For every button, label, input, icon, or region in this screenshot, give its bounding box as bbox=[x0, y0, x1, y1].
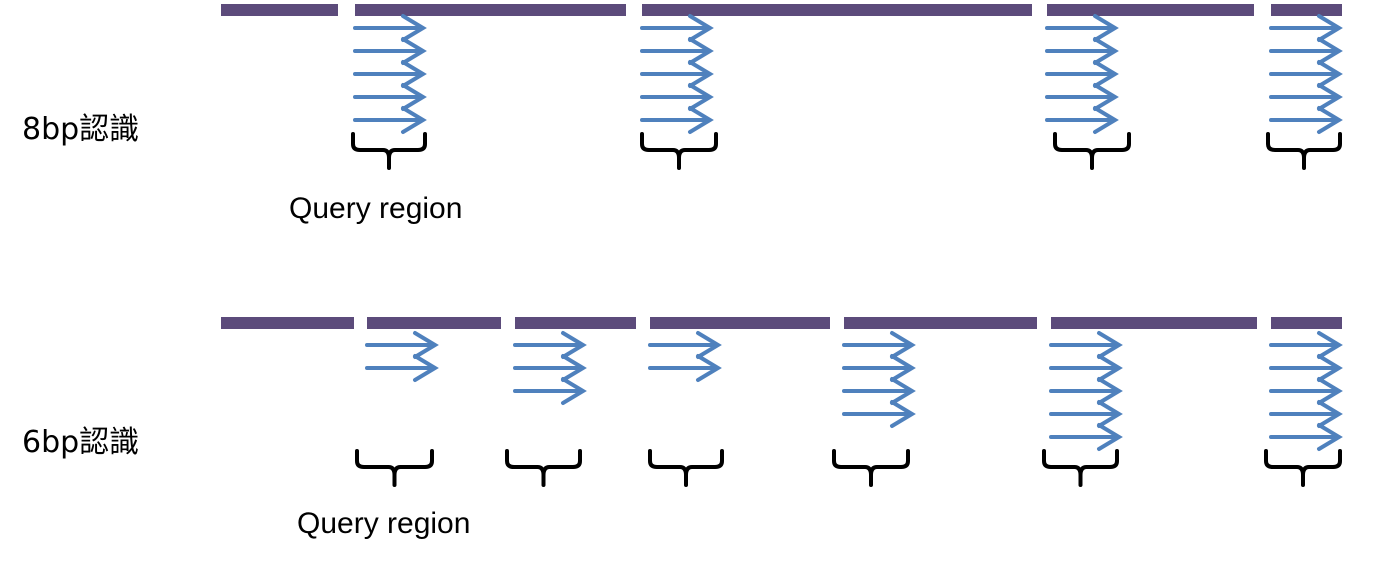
arrow-row1-group4-0 bbox=[1049, 331, 1123, 359]
sequence-segment-row0-1 bbox=[355, 4, 626, 16]
arrow-row1-group5-3 bbox=[1269, 400, 1343, 428]
sequence-segment-row0-0 bbox=[221, 4, 338, 16]
arrow-row1-group4-4 bbox=[1049, 423, 1123, 451]
arrow-row1-group2-0 bbox=[648, 331, 722, 359]
arrow-row1-group1-1 bbox=[513, 354, 587, 382]
arrow-row0-group0-4 bbox=[353, 106, 427, 134]
arrow-row0-group3-2 bbox=[1269, 60, 1343, 88]
row-label-8bp: 8bp認識 bbox=[22, 112, 140, 147]
arrow-row1-group1-0 bbox=[513, 331, 587, 359]
arrow-row1-group5-0 bbox=[1269, 331, 1343, 359]
brace-icon-row1-4 bbox=[1042, 449, 1119, 487]
sequence-segment-row1-5 bbox=[1051, 317, 1257, 329]
sequence-segment-row1-6 bbox=[1271, 317, 1342, 329]
sequence-segment-row0-3 bbox=[1047, 4, 1254, 16]
arrow-row0-group2-2 bbox=[1045, 60, 1119, 88]
arrow-row0-group1-1 bbox=[640, 37, 714, 65]
sequence-segment-row1-2 bbox=[515, 317, 636, 329]
arrow-row1-group4-3 bbox=[1049, 400, 1123, 428]
arrow-row1-group5-1 bbox=[1269, 354, 1343, 382]
arrow-row1-group4-1 bbox=[1049, 354, 1123, 382]
brace-icon-row0-0 bbox=[351, 132, 427, 170]
query-region-label-8bp: Query region bbox=[289, 192, 463, 225]
arrow-row0-group1-2 bbox=[640, 60, 714, 88]
arrow-row0-group0-0 bbox=[353, 14, 427, 42]
sequence-segment-row0-4 bbox=[1271, 4, 1342, 16]
arrow-row0-group2-1 bbox=[1045, 37, 1119, 65]
arrow-row1-group5-4 bbox=[1269, 423, 1343, 451]
sequence-segment-row1-3 bbox=[650, 317, 830, 329]
arrow-row0-group2-0 bbox=[1045, 14, 1119, 42]
arrow-row0-group1-4 bbox=[640, 106, 714, 134]
arrow-row1-group3-0 bbox=[842, 331, 916, 359]
arrow-row0-group3-3 bbox=[1269, 83, 1343, 111]
brace-icon-row1-0 bbox=[355, 449, 434, 487]
arrow-row0-group0-3 bbox=[353, 83, 427, 111]
arrow-row0-group0-2 bbox=[353, 60, 427, 88]
brace-icon-row0-2 bbox=[1053, 132, 1131, 170]
sequence-segment-row0-2 bbox=[642, 4, 1032, 16]
arrow-row1-group0-1 bbox=[365, 354, 439, 382]
sequence-segment-row1-1 bbox=[367, 317, 501, 329]
arrow-row1-group3-3 bbox=[842, 400, 916, 428]
arrow-row0-group0-1 bbox=[353, 37, 427, 65]
brace-icon-row1-3 bbox=[832, 449, 910, 487]
query-region-label-6bp: Query region bbox=[297, 507, 471, 540]
arrow-row0-group1-3 bbox=[640, 83, 714, 111]
brace-icon-row1-5 bbox=[1264, 449, 1342, 487]
arrow-row0-group2-4 bbox=[1045, 106, 1119, 134]
arrow-row1-group4-2 bbox=[1049, 377, 1123, 405]
arrow-row0-group2-3 bbox=[1045, 83, 1119, 111]
arrow-row1-group5-2 bbox=[1269, 377, 1343, 405]
arrow-row1-group1-2 bbox=[513, 377, 587, 405]
arrow-row1-group3-2 bbox=[842, 377, 916, 405]
arrow-row0-group1-0 bbox=[640, 14, 714, 42]
sequence-segment-row1-0 bbox=[221, 317, 354, 329]
brace-icon-row0-3 bbox=[1266, 132, 1342, 170]
arrow-row1-group3-1 bbox=[842, 354, 916, 382]
brace-icon-row0-1 bbox=[640, 132, 718, 170]
brace-icon-row1-1 bbox=[505, 449, 582, 487]
row-label-6bp: 6bp認識 bbox=[22, 425, 140, 460]
arrow-row0-group3-4 bbox=[1269, 106, 1343, 134]
sequence-segment-row1-4 bbox=[844, 317, 1037, 329]
arrow-row0-group3-0 bbox=[1269, 14, 1343, 42]
arrow-row0-group3-1 bbox=[1269, 37, 1343, 65]
brace-icon-row1-2 bbox=[648, 449, 724, 487]
arrow-row1-group2-1 bbox=[648, 354, 722, 382]
arrow-row1-group0-0 bbox=[365, 331, 439, 359]
